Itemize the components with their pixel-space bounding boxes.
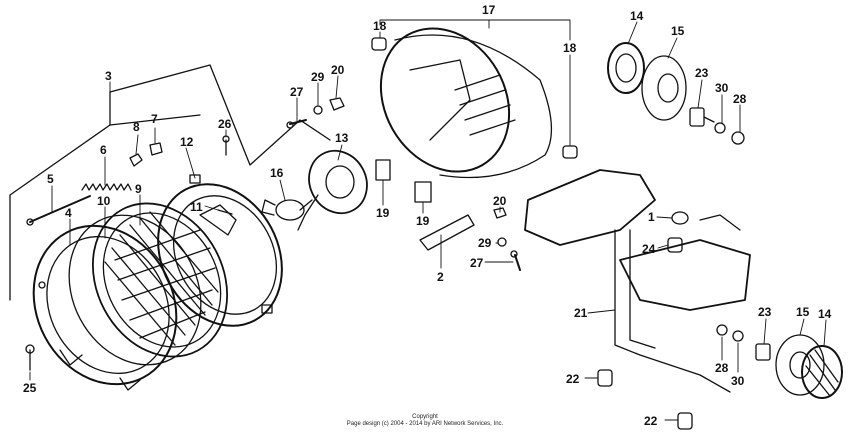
callout-23b: 23	[758, 305, 772, 319]
bulb-socket	[297, 149, 368, 231]
callout-4: 4	[65, 206, 72, 220]
washer-29-lower	[497, 237, 507, 247]
reflector-base-15-upper	[641, 55, 687, 121]
washer-29-upper	[313, 105, 323, 115]
nut-1	[671, 211, 689, 225]
clip-19-left	[375, 159, 391, 181]
pin-11	[217, 209, 233, 215]
copyright-notice: Page design (c) 2004 - 2014 by ARI Netwo…	[346, 421, 504, 427]
callout-22b: 22	[644, 414, 658, 428]
callout-26: 26	[218, 117, 232, 131]
stay-plate-2	[419, 214, 475, 251]
nut-28-upper	[731, 131, 745, 145]
copyright-title: Copyright	[412, 414, 438, 420]
callout-29b: 29	[478, 236, 492, 250]
headlight-case	[157, 174, 283, 327]
headlight-lens-unit	[91, 202, 229, 358]
callout-14a: 14	[630, 9, 644, 23]
adjust-screw	[26, 195, 91, 226]
reflector-14-upper	[607, 42, 645, 94]
callout-28b: 28	[715, 361, 729, 375]
callout-9: 9	[135, 182, 142, 196]
bolt-27-upper	[286, 119, 307, 129]
callout-20b: 20	[493, 194, 507, 208]
callout-23a: 23	[695, 66, 709, 80]
clip-19-mid	[414, 181, 432, 203]
adjust-spring	[81, 183, 132, 191]
callout-13: 13	[335, 131, 349, 145]
headlight-housing	[379, 27, 553, 179]
callout-20a: 20	[331, 63, 345, 77]
callout-16: 16	[270, 166, 284, 180]
headlight-bulb	[261, 199, 313, 221]
stud-23-lower	[755, 343, 771, 361]
nut-28-lower	[716, 324, 728, 336]
callout-11: 11	[190, 200, 203, 214]
callout-1: 1	[648, 210, 655, 224]
grommet-18-top	[371, 37, 387, 51]
callout-12: 12	[180, 135, 194, 149]
callout-18b: 18	[563, 41, 577, 55]
callout-22a: 22	[566, 372, 580, 386]
callout-18a: 18	[373, 19, 387, 33]
callout-19b: 19	[416, 214, 430, 228]
callout-30a: 30	[715, 81, 729, 95]
grommet-18-right	[562, 145, 578, 159]
callout-19a: 19	[376, 206, 390, 220]
bolt-27-lower	[510, 250, 521, 271]
callout-24: 24	[642, 242, 656, 256]
headlight-bracket-21	[524, 169, 751, 393]
washer-30-lower	[732, 330, 744, 342]
callout-2: 2	[437, 270, 444, 284]
headlight-assembly-bracket	[9, 64, 331, 301]
nut-20-upper	[329, 97, 345, 111]
headlight-gasket	[68, 214, 202, 366]
callout-15b: 15	[796, 305, 810, 319]
clip-7	[149, 142, 163, 156]
callout-6: 6	[100, 143, 107, 157]
nut-8	[129, 153, 143, 167]
callout-labels: 3 8 7 12 6 5 9 4 10 11 16 13 26 27 29 20…	[23, 3, 832, 428]
callout-28a: 28	[733, 92, 747, 106]
callout-8: 8	[133, 120, 140, 134]
callout-27a: 27	[290, 85, 304, 99]
callout-3: 3	[105, 69, 112, 83]
stud-23-upper	[689, 107, 715, 127]
callout-29a: 29	[311, 70, 325, 84]
callout-10: 10	[97, 194, 111, 208]
collar-22-upper	[597, 369, 613, 387]
callout-14b: 14	[818, 307, 832, 321]
screw-25	[25, 344, 35, 371]
reflector-14-lower	[801, 345, 843, 399]
callout-5: 5	[47, 172, 54, 186]
callout-25: 25	[23, 381, 37, 395]
collar-22-lower	[677, 412, 693, 430]
callout-15a: 15	[671, 24, 685, 38]
callout-17: 17	[482, 3, 496, 17]
leader-lines	[29, 19, 827, 421]
callout-21: 21	[574, 306, 588, 320]
callout-7: 7	[151, 112, 158, 126]
screw-26	[222, 135, 230, 156]
washer-30-upper	[714, 122, 726, 134]
callout-27b: 27	[470, 256, 484, 270]
callout-30b: 30	[731, 374, 745, 388]
